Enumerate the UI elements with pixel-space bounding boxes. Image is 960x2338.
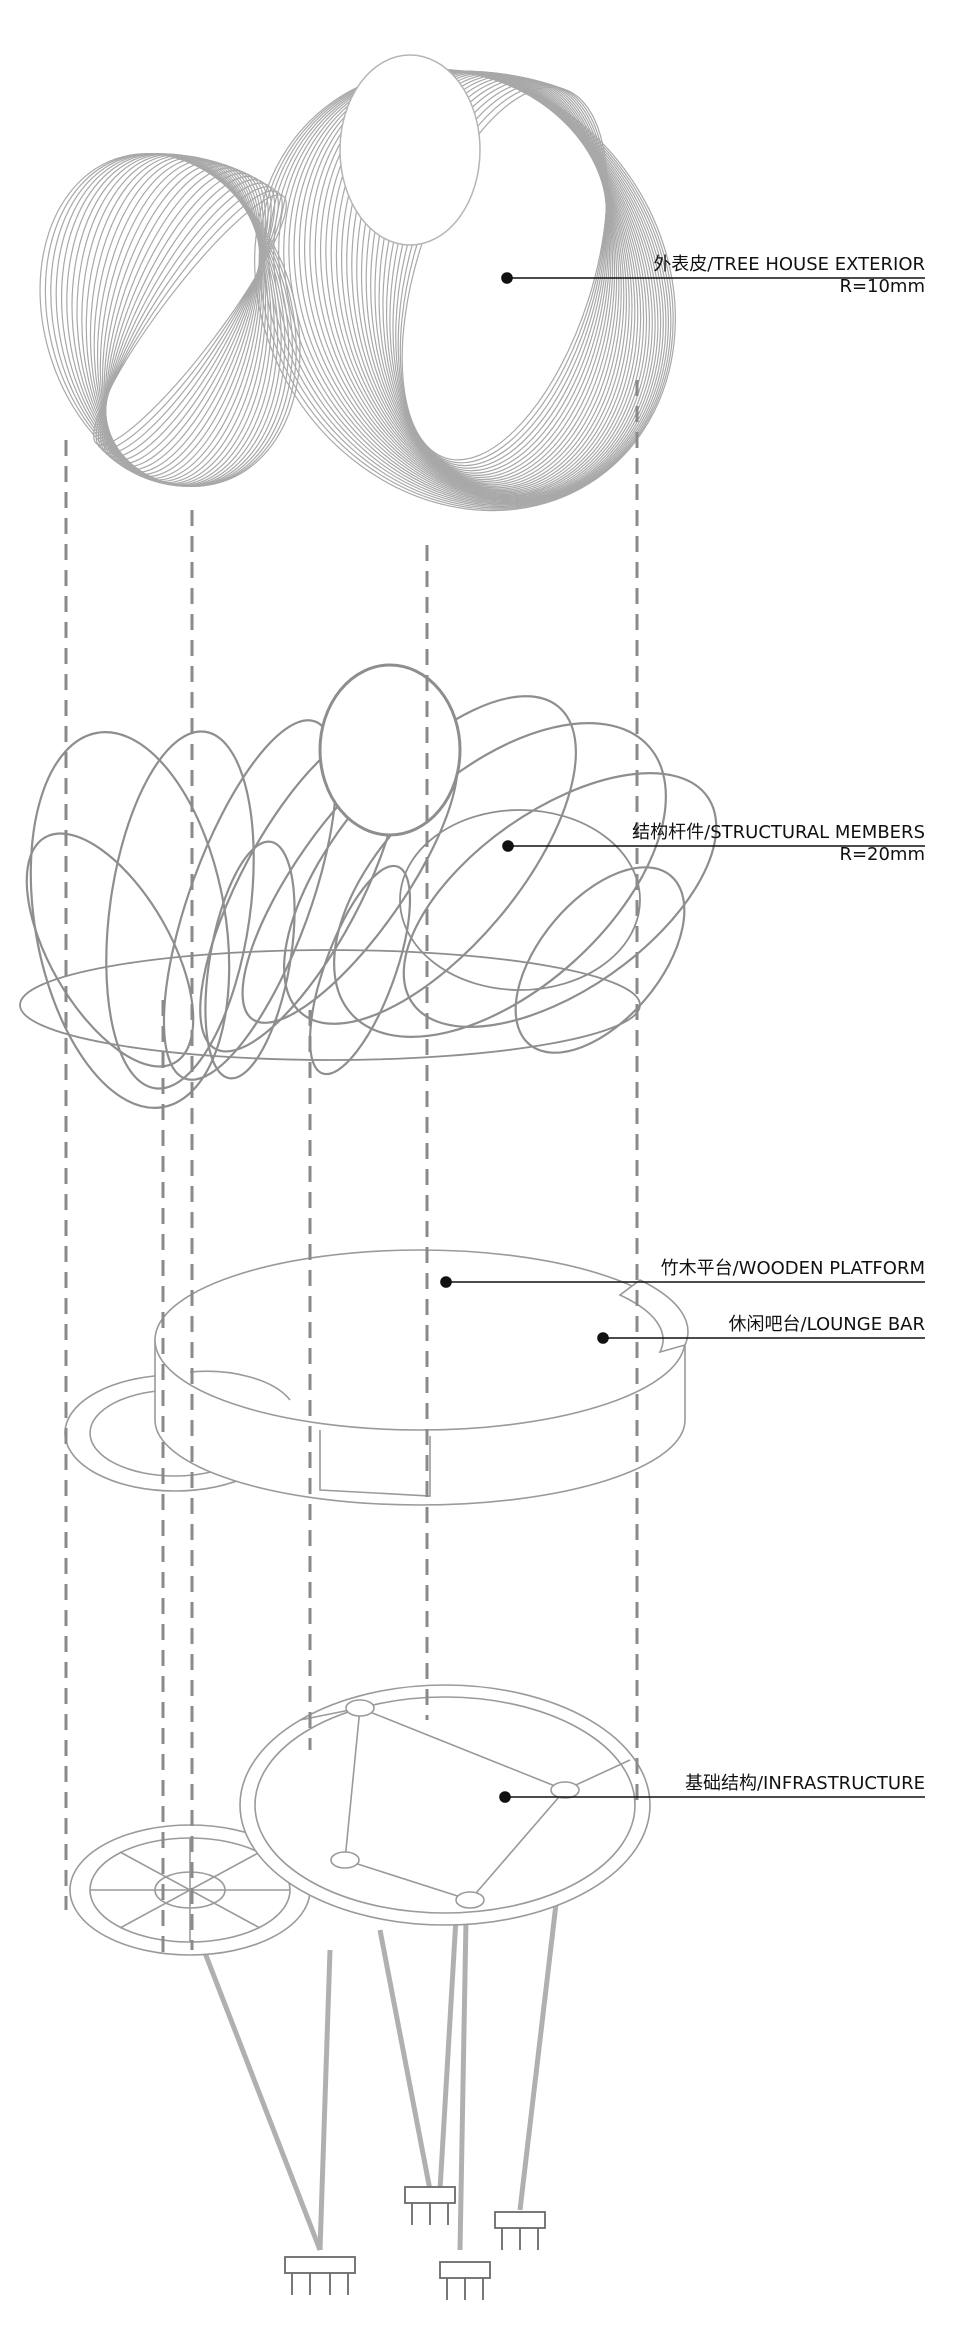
platform-ramp [189, 1370, 291, 1401]
label-infrastructure: 基础结构/INFRASTRUCTURE [685, 1773, 925, 1795]
exterior-rib [365, 72, 618, 486]
label-exterior-radius: R=10mm [839, 276, 925, 297]
exterior-rib [93, 194, 287, 446]
leader-infrastructure [499, 1791, 925, 1803]
label-platform-title: 竹木平台/WOODEN PLATFORM [660, 1258, 925, 1279]
exterior-rib [66, 153, 282, 487]
footing-center-left [404, 2186, 456, 2225]
leader-lines [440, 272, 925, 1803]
beam-nodes [330, 1699, 580, 1909]
exterior-rib [395, 81, 607, 469]
exterior-rib [101, 161, 261, 479]
exterior-rib [93, 156, 264, 484]
label-exterior-title: 外表皮/TREE HOUSE EXTERIOR [653, 254, 925, 275]
exterior-rib [382, 75, 611, 479]
exterior-rib [101, 179, 272, 461]
leader-lounge [597, 1332, 925, 1344]
structural-loop [514, 866, 686, 1054]
exterior-rib [71, 153, 279, 487]
exterior-rib [89, 155, 267, 485]
label-platform: 竹木平台/WOODEN PLATFORM [661, 1258, 925, 1280]
exterior-rib [104, 172, 266, 468]
exterior-rib [104, 165, 261, 475]
exterior-rib [103, 175, 269, 465]
label-lounge: 休闲吧台/LOUNGE BAR [729, 1314, 925, 1336]
exterior-rib [374, 74, 614, 482]
exterior-rib [254, 68, 676, 512]
label-lounge-title: 休闲吧台/LOUNGE BAR [728, 1314, 925, 1335]
structural-loop [25, 832, 195, 1068]
exterior-rib [370, 73, 616, 484]
footing-left [284, 2256, 356, 2295]
exterior-rib [263, 69, 672, 509]
big-base-inner [254, 1696, 636, 1914]
label-structural-radius: R=20mm [839, 844, 925, 865]
structural-base-ring [19, 949, 641, 1061]
structural-loop [105, 730, 255, 1090]
leader-exterior [501, 272, 925, 284]
structural-top-ring [318, 663, 462, 837]
exterior-rib [105, 169, 264, 471]
leader-structural [502, 840, 925, 852]
exterior-rib [105, 167, 263, 473]
exterior-rib [392, 79, 608, 472]
structural-members-layer [19, 663, 718, 1109]
exterior-rib [85, 154, 269, 486]
label-infrastructure-title: 基础结构/INFRASTRUCTURE [684, 1773, 925, 1794]
exterior-rib [97, 186, 279, 454]
exterior-rib [99, 159, 262, 481]
exterior-small-sphere [39, 152, 301, 488]
exterior-rib [76, 153, 275, 487]
platform-step [319, 1430, 431, 1497]
structural-loop [162, 719, 338, 1081]
footing-bottom [439, 2261, 491, 2300]
footing-center-right [494, 2211, 546, 2250]
exterior-large-sphere [254, 68, 676, 512]
exterior-rib [96, 157, 263, 483]
tree-house-exterior-layer [39, 54, 676, 512]
exterior-rib [385, 77, 609, 476]
exterior-rib [397, 82, 607, 467]
exterior-rib [99, 182, 276, 458]
exterior-rib [50, 153, 294, 487]
structural-loop [308, 864, 412, 1076]
big-base-outer [239, 1684, 651, 1926]
structural-loop [402, 772, 718, 1028]
exterior-rib [351, 71, 625, 490]
exterior-rib [399, 84, 608, 464]
exterior-rib [103, 162, 261, 478]
projection-guides [64, 380, 639, 1960]
exterior-rib [95, 190, 283, 450]
exterior-rib [356, 71, 622, 489]
exterior-rib [341, 70, 630, 493]
exterior-rib [81, 154, 272, 486]
exterior-rib [378, 74, 612, 481]
exterior-opening [339, 54, 481, 246]
exterior-rib [401, 86, 608, 461]
exterior-rib [60, 153, 286, 487]
exterior-rib [258, 69, 674, 510]
wooden-platform-layer [64, 1249, 689, 1506]
infrastructure-layer [69, 1684, 651, 2300]
structural-mid-ring [399, 809, 641, 991]
label-structural-title: 结构杆件/STRUCTURAL MEMBERS [632, 822, 925, 843]
label-structural: 结构杆件/STRUCTURAL MEMBERS R=20mm [632, 822, 925, 866]
leader-platform [440, 1276, 925, 1288]
exterior-rib [389, 78, 608, 474]
label-exterior: 外表皮/TREE HOUSE EXTERIOR R=10mm [653, 254, 925, 298]
exterior-rib [346, 70, 628, 492]
support-legs [197, 1699, 563, 2251]
exterior-rib [360, 72, 620, 487]
structural-loop [204, 840, 296, 1080]
footings [284, 2186, 546, 2300]
small-base-spokes [90, 1838, 290, 1942]
